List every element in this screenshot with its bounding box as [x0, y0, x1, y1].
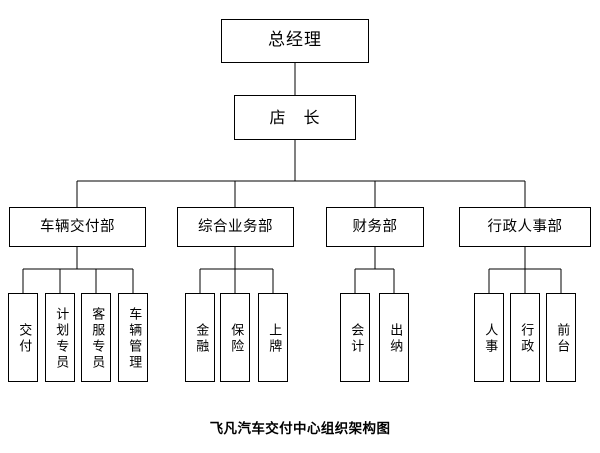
node-role-insurance-label: 保险: [228, 322, 244, 355]
node-role-planning-specialist[interactable]: 计划专员: [45, 293, 75, 382]
node-role-delivery-label: 交付: [16, 322, 32, 355]
node-role-customer-service-specialist[interactable]: 客服专员: [81, 293, 111, 382]
node-role-front-desk-label: 前台: [554, 322, 570, 355]
node-department-vehicle-delivery-label: 车辆交付部: [40, 218, 115, 235]
node-role-accountant[interactable]: 会计: [340, 293, 370, 382]
node-department-comprehensive-business[interactable]: 综合业务部: [177, 207, 294, 247]
node-role-financing-label: 金融: [193, 322, 209, 355]
node-store-manager-label: 店 长: [269, 107, 321, 127]
node-role-license-plate[interactable]: 上牌: [258, 293, 288, 382]
node-general-manager-label: 总经理: [268, 30, 322, 51]
node-role-planning-specialist-label: 计划专员: [53, 306, 69, 371]
node-role-cashier-label: 出纳: [387, 322, 403, 355]
node-department-comprehensive-business-label: 综合业务部: [198, 218, 273, 235]
node-role-human-resources[interactable]: 人事: [474, 293, 504, 382]
node-role-front-desk[interactable]: 前台: [546, 293, 576, 382]
node-role-administration-label: 行政: [518, 322, 534, 355]
node-role-delivery[interactable]: 交付: [8, 293, 38, 382]
node-store-manager[interactable]: 店 长: [234, 95, 356, 140]
node-role-cashier[interactable]: 出纳: [379, 293, 409, 382]
node-role-human-resources-label: 人事: [482, 322, 498, 355]
node-general-manager[interactable]: 总经理: [221, 19, 369, 63]
node-role-accountant-label: 会计: [348, 322, 364, 355]
node-role-customer-service-specialist-label: 客服专员: [89, 306, 105, 371]
node-role-insurance[interactable]: 保险: [220, 293, 250, 382]
chart-caption: 飞凡汽车交付中心组织架构图: [209, 421, 391, 437]
node-department-admin-hr[interactable]: 行政人事部: [459, 207, 591, 247]
node-role-license-plate-label: 上牌: [266, 322, 282, 355]
node-department-admin-hr-label: 行政人事部: [487, 218, 563, 235]
node-role-vehicle-management[interactable]: 车辆管理: [118, 293, 148, 382]
node-department-finance[interactable]: 财务部: [326, 207, 424, 247]
node-role-financing[interactable]: 金融: [185, 293, 215, 382]
node-role-vehicle-management-label: 车辆管理: [126, 306, 142, 371]
node-department-vehicle-delivery[interactable]: 车辆交付部: [9, 207, 146, 247]
node-role-administration[interactable]: 行政: [510, 293, 540, 382]
node-department-finance-label: 财务部: [352, 218, 398, 235]
